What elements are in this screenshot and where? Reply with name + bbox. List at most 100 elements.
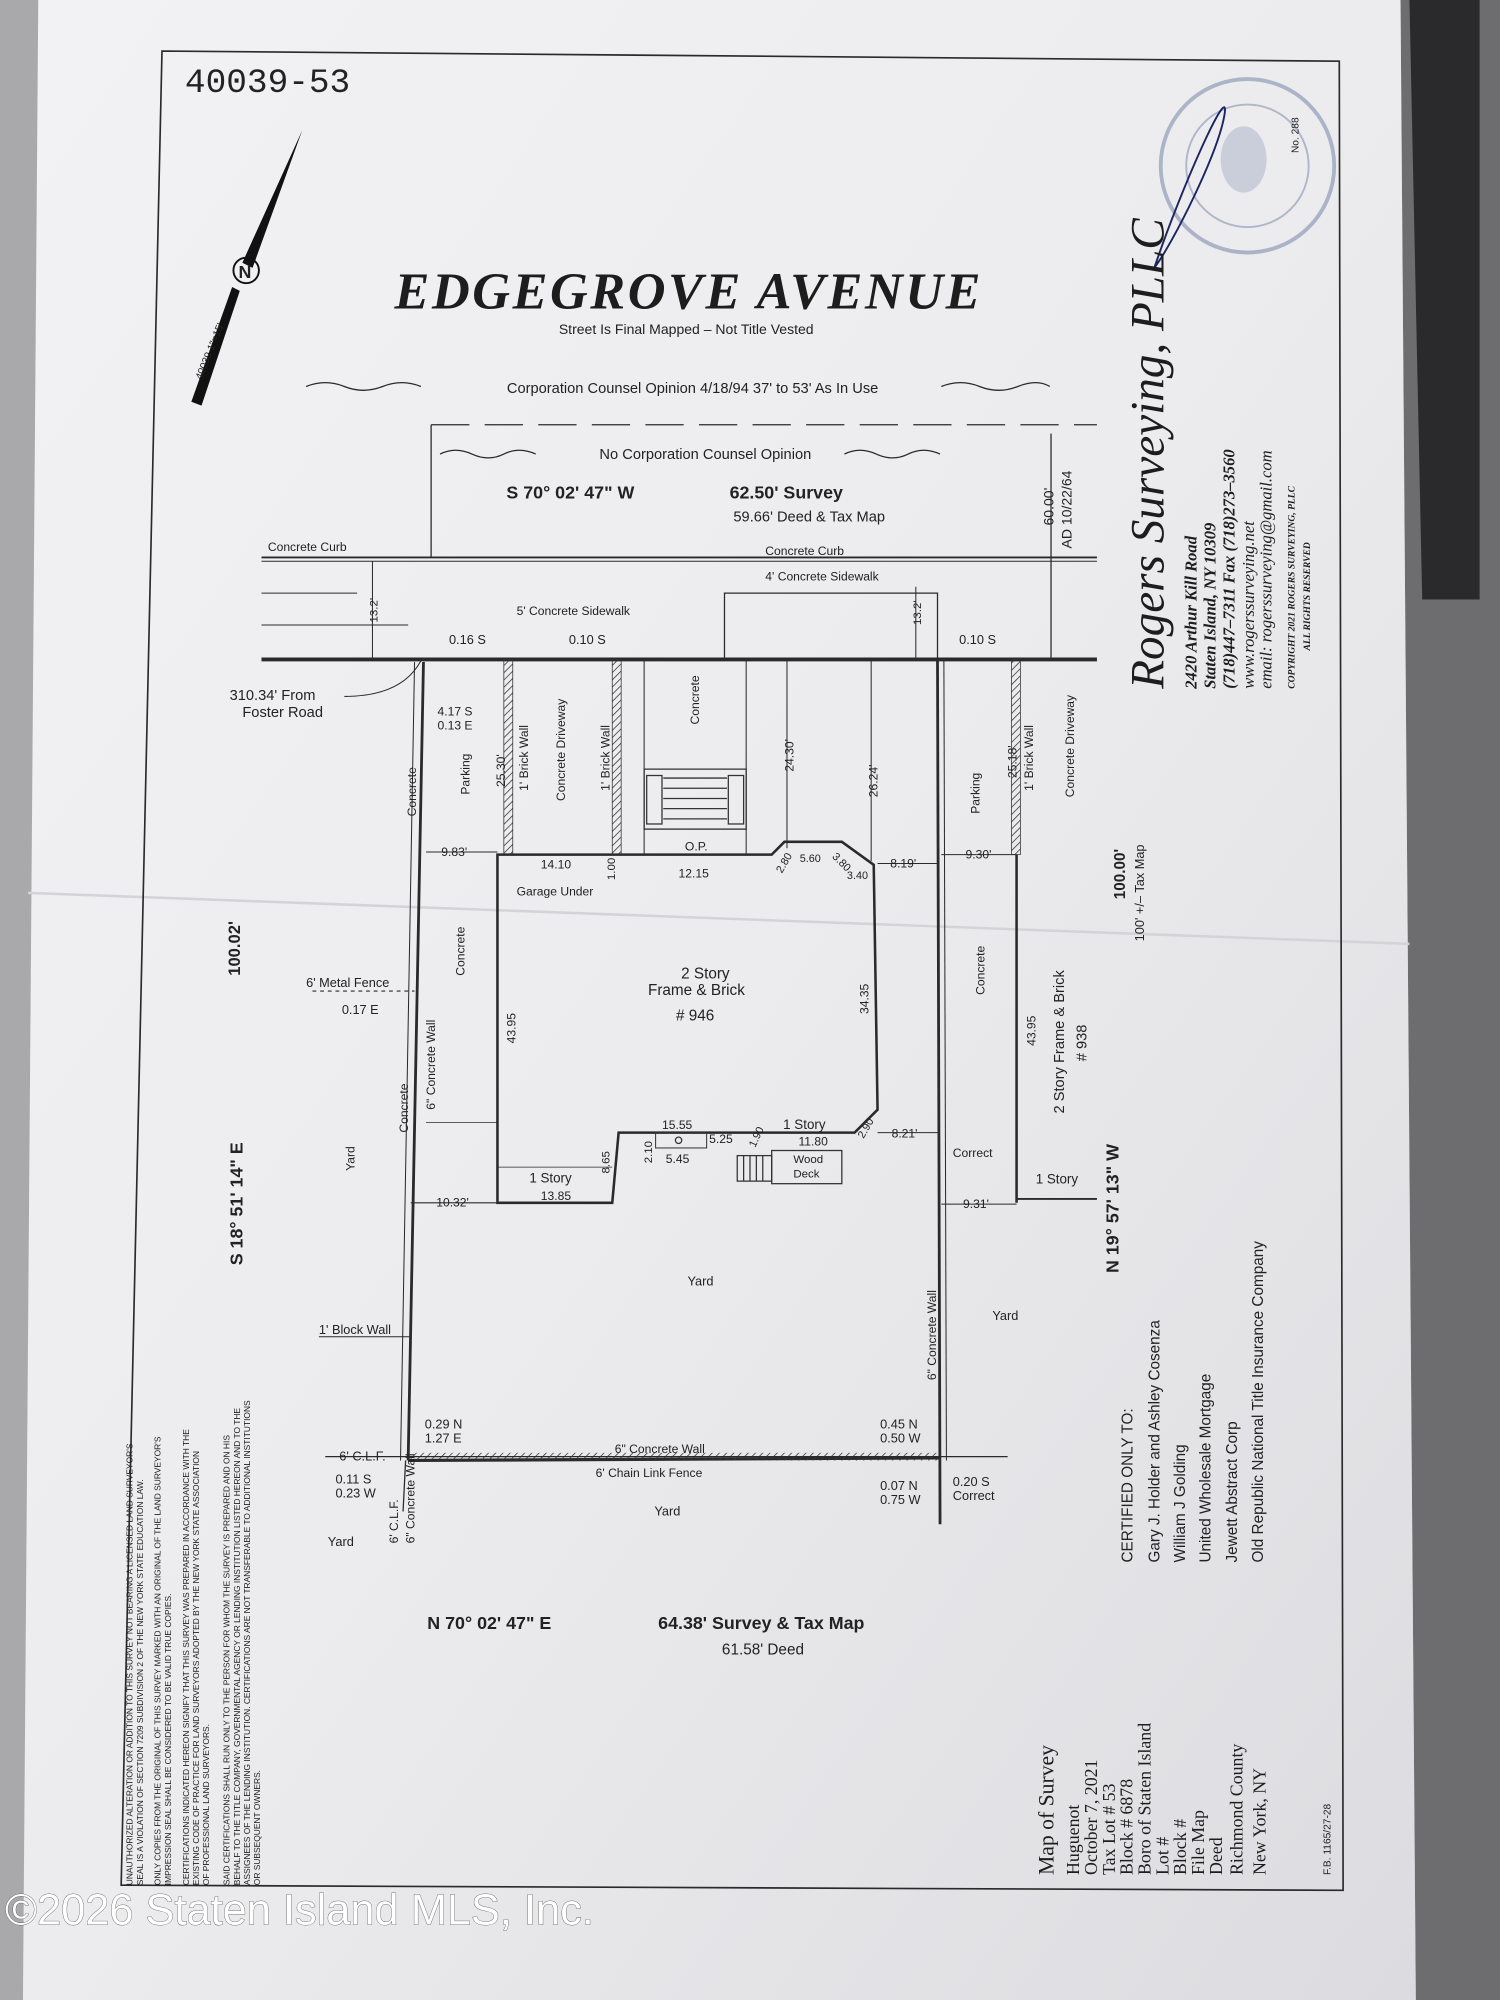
dimension: 24.30' — [782, 739, 796, 772]
one-story-label: 1 Story — [529, 1170, 572, 1185]
concrete-label: Concrete — [397, 1083, 411, 1132]
open-porch-label: O.P. — [685, 840, 708, 854]
licensed-surveyor-seal-icon — [1158, 77, 1337, 255]
dimension: 25.30' — [494, 754, 508, 787]
neighbor-house-number: # 938 — [1075, 1025, 1091, 1062]
dimension: 0.13 E — [438, 719, 473, 733]
dimension: 0.45 N — [880, 1417, 918, 1432]
map-info-line: Block # 6878 — [1117, 1779, 1137, 1875]
front-deed-distance: 59.66' Deed & Tax Map — [733, 510, 885, 526]
chain-link-fence-label: 6' C.L.F. — [339, 1448, 385, 1463]
dimension: 0.29 N — [425, 1417, 463, 1432]
dimension: 8.19' — [890, 856, 916, 870]
certified-heading: CERTIFIED ONLY TO: — [1120, 1408, 1137, 1562]
house-number: # 946 — [676, 1007, 714, 1024]
surveyor-phone: (718)447–7311 Fax (718)273–3560 — [1220, 449, 1239, 688]
street-note: Street Is Final Mapped – Not Title Veste… — [559, 321, 814, 337]
concrete-wall-label: 6" Concrete Wall — [404, 1453, 418, 1543]
mls-watermark: ©2026 Staten Island MLS, Inc. — [5, 1887, 594, 1935]
concrete-wall-label: 6" Concrete Wall — [925, 1290, 939, 1380]
concrete-wall-label: 6" Concrete Wall — [615, 1442, 705, 1456]
yard-label: Yard — [992, 1308, 1018, 1323]
copyright: COPYRIGHT 2021 ROGERS SURVEYING, PLLC — [1287, 485, 1298, 688]
map-info-line: Boro of Staten Island — [1135, 1723, 1155, 1875]
left-bearing: S 18° 51' 14" E — [226, 1142, 246, 1265]
map-info-line: Tax Lot # 53 — [1099, 1783, 1119, 1875]
disclaimer-line: ONLY COPIES FROM THE ORIGINAL OF THIS SU… — [153, 1436, 163, 1885]
yard-label: Yard — [688, 1274, 714, 1289]
disclaimer-line: ASSIGNEES OF THE LENDING INSTITUTION. CE… — [242, 1400, 252, 1885]
left-property-line — [406, 661, 425, 1461]
sidewalk-label: 4' Concrete Sidewalk — [765, 569, 879, 583]
disclaimer-line: OR SUBSEQUENT OWNERS. — [252, 1770, 262, 1885]
dimension: 11.80 — [798, 1134, 828, 1148]
right-property-line — [936, 659, 942, 1525]
chain-link-fence-label: 6' Chain Link Fence — [596, 1466, 703, 1480]
concrete-label: Concrete — [688, 675, 702, 724]
street-width: 60.00' — [1041, 488, 1057, 526]
dimension: 10.32' — [436, 1196, 469, 1210]
map-info-line: File Map — [1188, 1810, 1208, 1875]
north-arrow-icon: N — [191, 130, 303, 406]
yard-label: Yard — [328, 1534, 354, 1549]
dimension: 1.00 — [606, 858, 618, 880]
ad-date: AD 10/22/64 — [1058, 470, 1074, 548]
one-story-label: 1 Story — [1036, 1172, 1079, 1187]
certified-party: William J Golding — [1172, 1444, 1189, 1562]
map-info-line: New York, NY — [1249, 1768, 1269, 1875]
certified-party: Gary J. Holder and Ashley Cosenza — [1146, 1320, 1163, 1563]
front-bearing: S 70° 02' 47" W — [506, 483, 634, 503]
corp-counsel-opinion: Corporation Counsel Opinion 4/18/94 37' … — [507, 381, 878, 397]
sidewalk-label: 5' Concrete Sidewalk — [517, 604, 631, 618]
house-stories: 2 Story — [681, 965, 730, 982]
certified-party: United Wholesale Mortgage — [1197, 1374, 1214, 1563]
map-info-line: Block # — [1170, 1819, 1190, 1875]
dimension: 0.23 W — [335, 1485, 375, 1500]
dimension: 0.10 S — [959, 632, 996, 647]
certified-party: Old Republic National Title Insurance Co… — [1250, 1241, 1267, 1563]
brick-wall-label: 1' Brick Wall — [599, 725, 613, 791]
dimension: 8.65 — [601, 1151, 613, 1173]
dimension: 9.31' — [963, 1197, 989, 1211]
disclaimer-line: CERTIFICATIONS INDICATED HEREON SIGNIFY … — [181, 1429, 191, 1885]
dimension: 1.27 E — [425, 1431, 462, 1446]
curb-label: Concrete Curb — [268, 540, 347, 554]
garage-label: Garage Under — [517, 884, 594, 898]
dimension: 9.30' — [966, 847, 992, 861]
house-946-outline — [496, 840, 879, 1205]
map-title: Map of Survey — [1035, 1745, 1059, 1875]
concrete-label: Concrete — [974, 945, 988, 994]
dimension: 5.25 — [709, 1132, 733, 1146]
signature — [1153, 106, 1226, 269]
surveyor-city: Staten Island, NY 10309 — [1201, 523, 1220, 689]
metal-fence-label: 6' Metal Fence — [306, 975, 389, 990]
map-info-line: October 7, 2021 — [1081, 1760, 1101, 1875]
dimension: 25.18' — [1006, 745, 1020, 778]
concrete-label: Concrete — [453, 926, 467, 975]
right-bearing: N 19° 57' 13" W — [1103, 1144, 1123, 1273]
surveyor-email: email: rogerssurveying@gmail.com — [1257, 450, 1276, 688]
document-number: 40039-53 — [185, 64, 350, 103]
front-survey-distance: 62.50' Survey — [730, 483, 843, 503]
surveyor-website: www.rogerssurveying.net — [1239, 521, 1258, 689]
dimension: 0.10 S — [569, 632, 606, 647]
wood-deck-label: Deck — [793, 1168, 819, 1180]
concrete-label: Concrete — [405, 767, 419, 816]
certified-party: Jewett Abstract Corp — [1224, 1421, 1241, 1562]
dimension: 5.45 — [666, 1152, 690, 1166]
parking-label: Parking — [458, 754, 472, 795]
disclaimer-line: SEAL IS A VIOLATION OF SECTION 7209 SUBD… — [135, 1479, 145, 1885]
dimension: 13.2' — [369, 598, 381, 623]
field-book: F.B. 1165/27-28 — [1322, 1803, 1333, 1875]
driveway-label: Concrete Driveway — [1063, 694, 1077, 797]
dimension: 13.85 — [541, 1189, 572, 1203]
rear-survey-distance: 64.38' Survey & Tax Map — [658, 1613, 864, 1633]
dimension: 34.35 — [858, 983, 872, 1014]
dimension: 3.40 — [847, 870, 868, 882]
chain-link-fence-label: 6' C.L.F. — [387, 1499, 401, 1543]
dimension: 13.2' — [912, 600, 924, 625]
dimension: 12.15 — [679, 867, 710, 881]
yard-label: Yard — [344, 1146, 358, 1171]
dimension: 2.10 — [643, 1141, 655, 1163]
